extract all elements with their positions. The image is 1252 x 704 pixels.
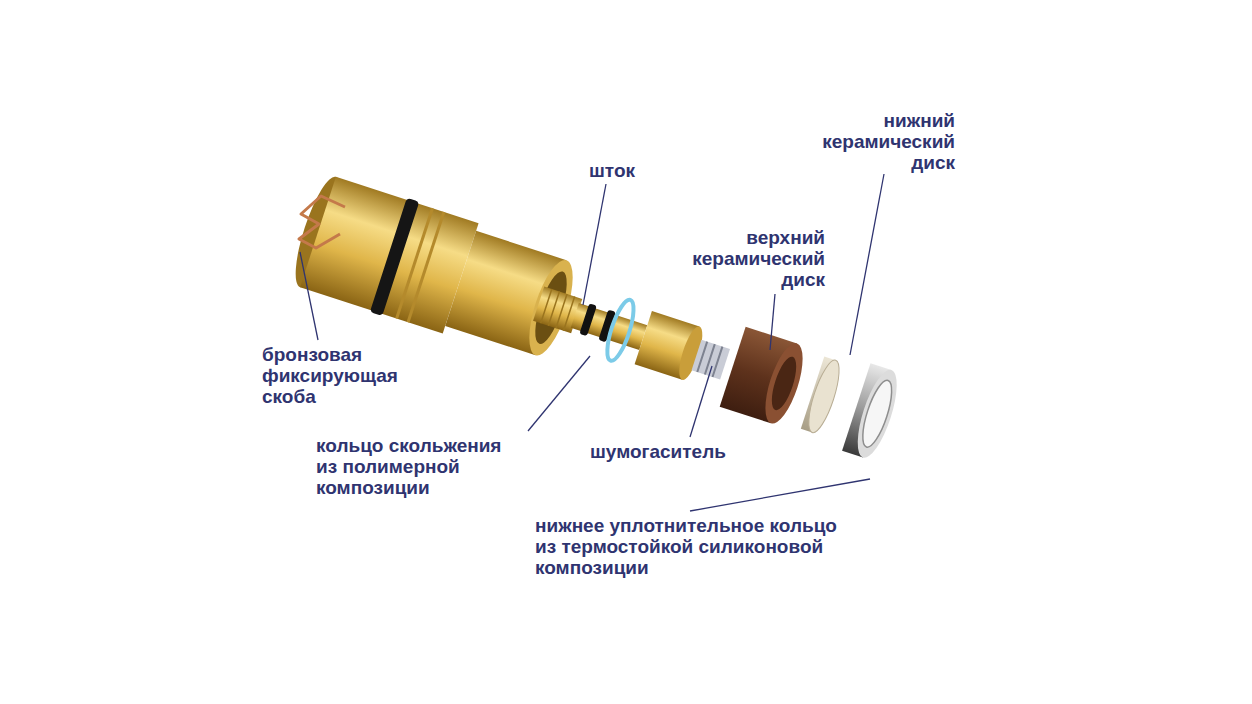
disc-face <box>803 357 846 435</box>
leader-line <box>770 294 775 350</box>
seal-face <box>850 366 905 462</box>
leader-line <box>690 366 712 437</box>
part-label: кольцо скольжения из полимерной композиц… <box>316 435 505 498</box>
part-label: шток <box>589 160 639 181</box>
holder-opening <box>767 354 801 413</box>
bronze-clip <box>299 196 345 248</box>
leader-line <box>583 184 606 305</box>
seal-opening <box>857 377 898 450</box>
stem-o-ring <box>579 303 596 336</box>
holder-face <box>758 339 811 428</box>
leader-line <box>850 174 884 355</box>
leader-line <box>690 479 870 511</box>
noise-damper <box>692 340 730 380</box>
leader-line <box>300 252 318 340</box>
part-label: шумогаситель <box>590 441 729 462</box>
part-label: бронзовая фиксирующая скоба <box>262 344 401 407</box>
part-label: верхний керамический диск <box>689 227 825 290</box>
slide-ring <box>602 297 639 363</box>
leader-lines <box>300 174 884 511</box>
body-o-ring <box>370 198 419 316</box>
part-label: нижнее уплотнительное кольцо из термосто… <box>535 515 840 578</box>
sleeve-face <box>520 255 581 360</box>
cartridge-parts <box>286 171 909 475</box>
spline-teeth <box>541 289 575 331</box>
thread-line <box>407 211 446 322</box>
leader-line <box>528 356 590 431</box>
part-label: нижний керамический диск <box>819 110 955 173</box>
